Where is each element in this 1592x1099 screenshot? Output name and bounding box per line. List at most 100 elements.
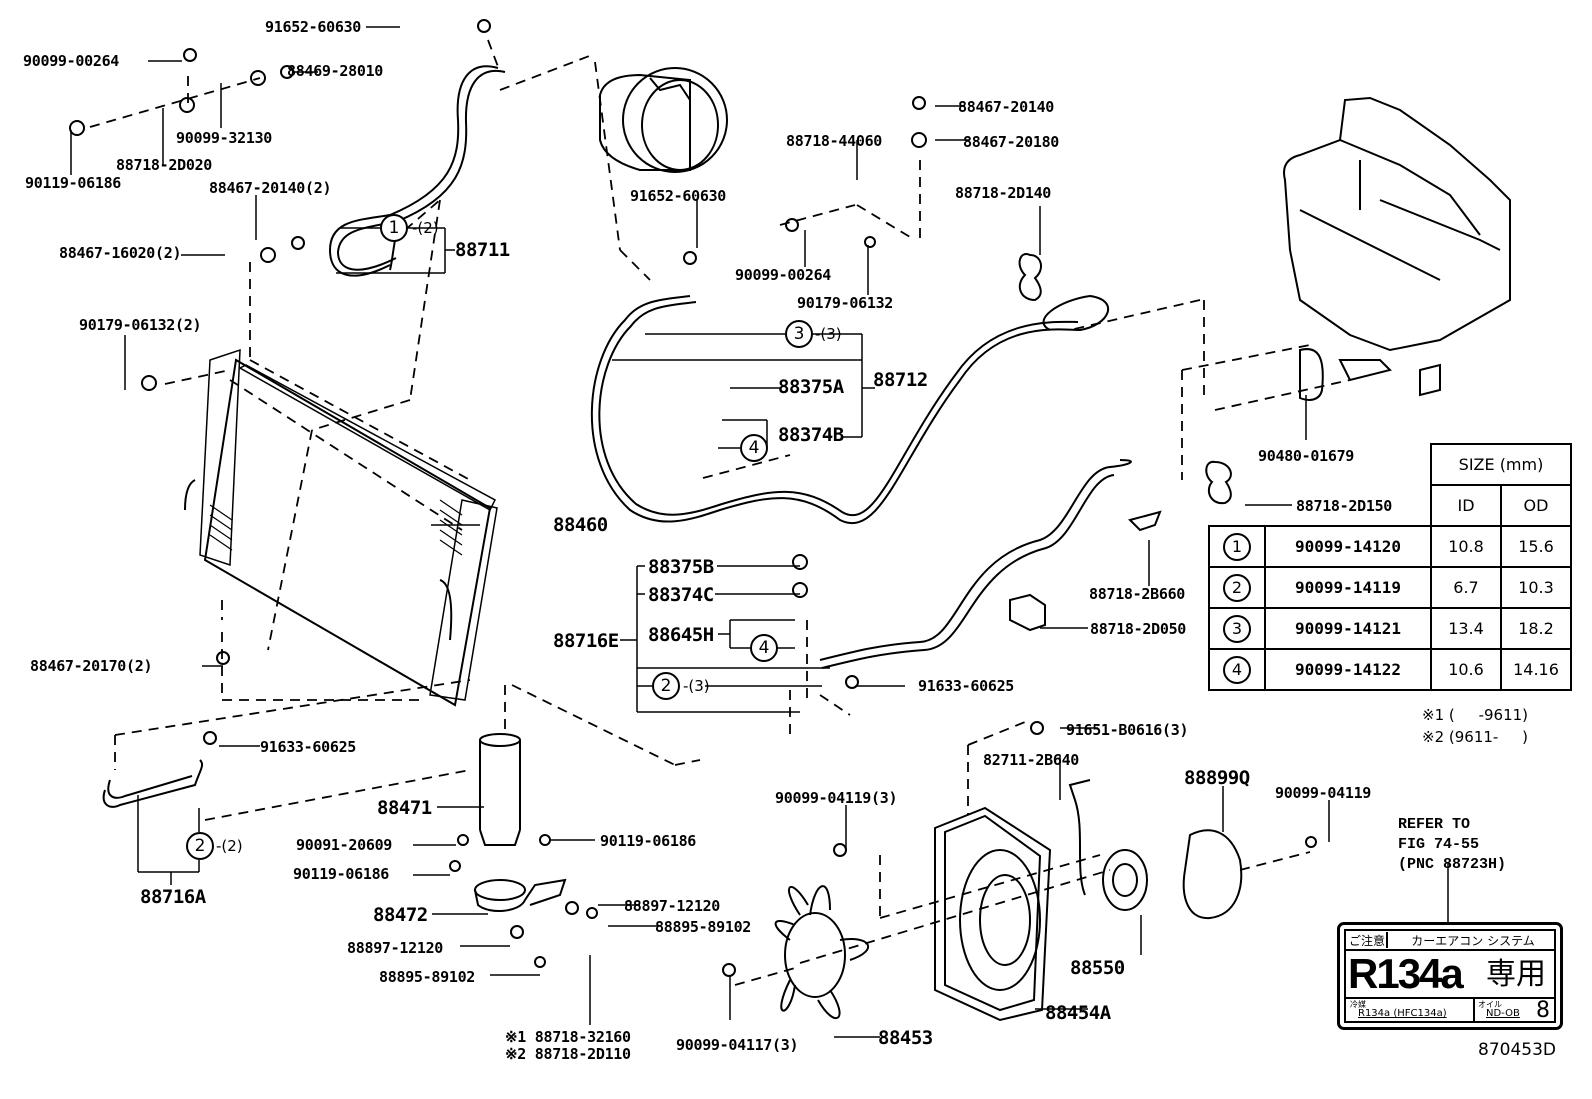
callout-82711-2b640[interactable]: 82711-2B640 [983,751,1080,769]
callout-88645h[interactable]: 88645H [648,624,714,646]
od-cell: 18.2 [1500,607,1572,650]
callout-90099-00264[interactable]: 90099-00264 [23,52,120,70]
part-number-cell[interactable]: 90099-14121 [1264,607,1432,650]
size-header: SIZE (mm) [1430,443,1572,486]
condenser-88460 [184,348,498,707]
od-cell: 15.6 [1500,525,1572,568]
callout-90099-04117-qty3[interactable]: 90099-04117(3) [676,1036,799,1054]
fan-shroud-88454a [934,806,1052,1022]
callout-88467-20140[interactable]: 88467-20140 [958,98,1055,116]
callout-90099-00264-b[interactable]: 90099-00264 [735,266,832,284]
callout-90119-06186-c[interactable]: 90119-06186 [600,832,697,850]
decal-oil-key: オイル [1478,1000,1502,1009]
callout-88467-16020-qty2[interactable]: 88467-16020(2) [59,244,182,262]
part-number-cell[interactable]: 90099-14122 [1264,648,1432,691]
callout-88453[interactable]: 88453 [878,1027,933,1049]
leader-lines [70,26,1449,1038]
callout-90091-20609[interactable]: 90091-20609 [296,836,393,854]
oring-ref-4-88645h[interactable]: 4 [750,634,778,662]
oring-ref-4-88374b[interactable]: 4 [740,434,768,462]
decal-oil-value: ND-OB [1486,1008,1520,1019]
callout-88472[interactable]: 88472 [373,904,428,926]
callout-88718-2d140[interactable]: 88718-2D140 [955,184,1052,202]
callout-91651-b0616-qty3[interactable]: 91651-B0616(3) [1066,721,1189,739]
callout-88374c[interactable]: 88374C [648,584,714,606]
oring-qty-1: -(2) [412,219,439,237]
callout-88467-20140-qty2[interactable]: 88467-20140(2) [209,179,332,197]
note-1-date-range: ※1 ( -9611) [1422,706,1529,724]
oring-size-table: SIZE (mm) ID OD 1 90099-14120 10.8 15.6 … [1208,443,1572,691]
decal-system: カーエアコン システム [1411,934,1535,948]
refer-line-1: REFER TO [1398,816,1471,833]
callout-88895-89102-b[interactable]: 88895-89102 [379,968,476,986]
callout-88718-2b660[interactable]: 88718-2B660 [1089,585,1186,603]
callout-88716e[interactable]: 88716E [553,630,619,652]
callout-88897-12120-b[interactable]: 88897-12120 [347,939,444,957]
table-row: 3 90099-14121 13.4 18.2 [1208,607,1572,650]
oring-ref-2-88716a[interactable]: 2 [186,832,214,860]
decal-oil-number: 8 [1536,998,1550,1023]
bracket-88472 [474,878,567,912]
refer-line-3[interactable]: (PNC 88723H) [1398,856,1507,873]
oring-ref-1[interactable]: 1 [380,214,408,242]
callout-88899q[interactable]: 88899Q [1184,767,1250,789]
callout-91652-60630-compressor[interactable]: 91652-60630 [630,187,727,205]
compressor [599,67,728,173]
motor-88550 [1068,779,1148,911]
decal-refrigerant: R134a [1348,950,1464,997]
callout-91633-60625[interactable]: 91633-60625 [918,677,1015,695]
callout-88895-89102[interactable]: 88895-89102 [655,918,752,936]
callout-90179-06132-qty2[interactable]: 90179-06132(2) [79,316,202,334]
callout-88375b[interactable]: 88375B [648,556,714,578]
callout-88467-20170-qty2[interactable]: 88467-20170(2) [30,657,153,675]
callout-91633-60625-b[interactable]: 91633-60625 [260,738,357,756]
callout-88718-32160[interactable]: ※1 88718-32160 [505,1028,631,1046]
callout-88471[interactable]: 88471 [377,797,432,819]
table-row: 1 90099-14120 10.8 15.6 [1208,525,1572,568]
refrigerant-decal[interactable]: ご注意 カーエアコン システム R134a 専用 冷媒 R134a (HFC13… [1337,922,1563,1030]
hose-88712 [590,294,1110,525]
part-number-cell[interactable]: 90099-14120 [1264,525,1432,568]
hose-88716e [819,459,1132,669]
refer-line-2[interactable]: FIG 74-55 [1398,836,1480,853]
callout-88550[interactable]: 88550 [1070,957,1125,979]
part-number-cell[interactable]: 90099-14119 [1264,566,1432,609]
callout-88718-2d020[interactable]: 88718-2D020 [116,156,213,174]
callout-88460[interactable]: 88460 [553,514,608,536]
callout-88374b[interactable]: 88374B [778,424,844,446]
callout-90099-04119[interactable]: 90099-04119 [1275,784,1372,802]
hose-88716a [102,759,204,808]
callout-88467-20180[interactable]: 88467-20180 [963,133,1060,151]
callout-88375a[interactable]: 88375A [778,376,844,398]
callout-88469-28010[interactable]: 88469-28010 [287,62,384,80]
callout-88718-2d110[interactable]: ※2 88718-2D110 [505,1045,631,1063]
oring-ref-3[interactable]: 3 [785,320,813,348]
od-header: OD [1500,484,1572,527]
fan-88453 [774,885,870,1020]
callout-90480-01679[interactable]: 90480-01679 [1258,447,1355,465]
callout-88897-12120[interactable]: 88897-12120 [624,897,721,915]
callout-90119-06186-b[interactable]: 90119-06186 [293,865,390,883]
clamp-88718-2d050 [1009,593,1046,632]
decal-caution: ご注意 [1348,932,1388,948]
callout-88712[interactable]: 88712 [873,369,928,391]
callout-88716a[interactable]: 88716A [140,886,206,908]
callout-91652-60630[interactable]: 91652-60630 [265,18,362,36]
oring-qty-3: -(3) [815,325,842,343]
table-row: 2 90099-14119 6.7 10.3 [1208,566,1572,609]
callout-90119-06186[interactable]: 90119-06186 [25,174,122,192]
callout-88454a[interactable]: 88454A [1045,1002,1111,1024]
ref-circle: 2 [1223,573,1251,602]
callout-88718-2d050[interactable]: 88718-2D050 [1090,620,1187,638]
callout-90179-06132[interactable]: 90179-06132 [797,294,894,312]
oring-ref-2-88716e[interactable]: 2 [652,672,680,700]
table-row: 4 90099-14122 10.6 14.16 [1208,648,1572,691]
callout-90099-04119-qty3[interactable]: 90099-04119(3) [775,789,898,807]
id-header: ID [1430,484,1502,527]
callout-88718-2d150[interactable]: 88718-2D150 [1296,497,1393,515]
callout-88711[interactable]: 88711 [455,239,510,261]
callout-88718-44060[interactable]: 88718-44060 [786,132,883,150]
dashed-lines [89,39,1351,986]
callout-90099-32130[interactable]: 90099-32130 [176,129,273,147]
od-cell: 14.16 [1500,648,1572,691]
